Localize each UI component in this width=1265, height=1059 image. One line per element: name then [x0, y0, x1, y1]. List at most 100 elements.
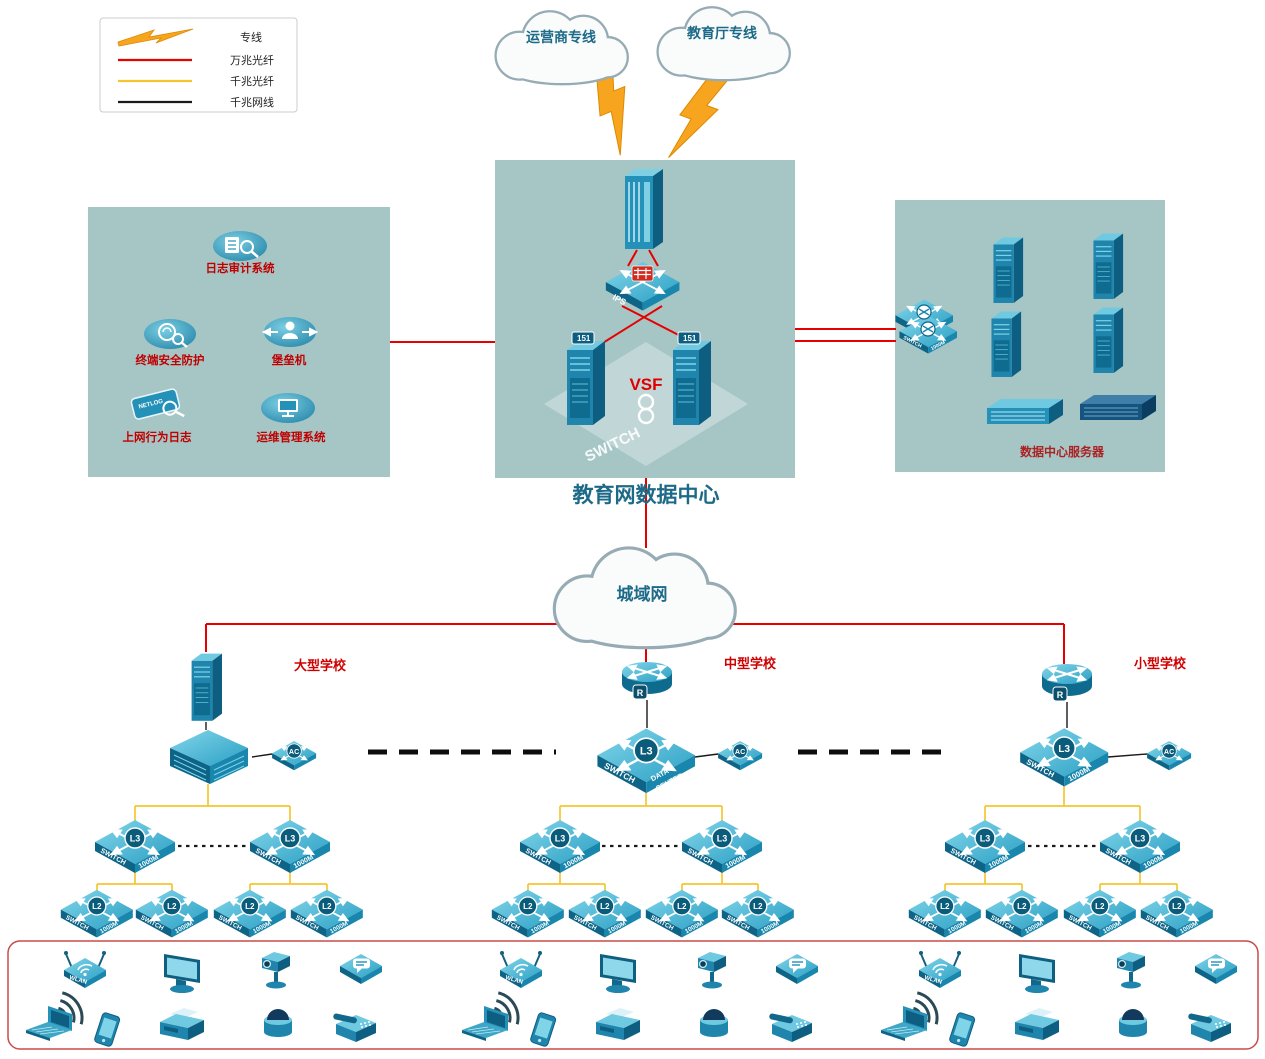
large-school-server — [191, 652, 223, 722]
wlan-ap-icon: WLAN — [63, 950, 107, 989]
svg-text:L3: L3 — [1058, 744, 1070, 755]
server-zone-switch-stack: SWITCH 1000M — [894, 298, 958, 355]
legend-label: 千兆网线 — [230, 95, 274, 109]
wlan-ap-icon: WLAN — [499, 950, 543, 989]
svg-text:L3: L3 — [130, 834, 141, 844]
svg-text:L3: L3 — [555, 834, 566, 844]
cable-1g-links — [205, 700, 1148, 758]
server-zone-label: 数据中心服务器 — [1020, 444, 1105, 459]
legend-item-1g-cable: 千兆网线 — [118, 95, 274, 109]
svg-text:L3: L3 — [717, 834, 728, 844]
svg-text:L2: L2 — [600, 902, 610, 911]
large-school-label: 大型学校 — [294, 658, 347, 673]
terminal-group-medium: WLAN — [461, 950, 819, 1048]
svg-text:L2: L2 — [523, 902, 533, 911]
svg-text:L2: L2 — [167, 902, 177, 911]
legend: 专线 万兆光纤 千兆光纤 千兆网线 — [99, 17, 298, 113]
svg-text:L2: L2 — [1017, 902, 1027, 911]
ac-label: AC — [1164, 748, 1174, 756]
legend-item-1g-fiber: 千兆光纤 — [118, 74, 274, 88]
ac-label: AC — [289, 748, 299, 756]
log-audit-icon — [213, 231, 267, 261]
svg-text:WLAN: WLAN — [923, 975, 942, 986]
server-tower — [992, 236, 1024, 304]
svg-text:L2: L2 — [1095, 902, 1105, 911]
svg-text:R: R — [637, 688, 644, 698]
netlog-tag: NETLOG — [138, 399, 164, 411]
small-school-ac: AC — [1146, 740, 1192, 771]
server-tower — [1092, 306, 1124, 374]
svg-text:L2: L2 — [245, 902, 255, 911]
svg-text:WLAN: WLAN — [504, 975, 523, 986]
endpoint-protection-icon — [144, 319, 196, 349]
server-rack-light — [986, 398, 1064, 425]
core-server-left: 151 — [566, 331, 606, 426]
svg-text:L2: L2 — [92, 902, 102, 911]
lightning-icon — [117, 28, 194, 47]
medium-school-label: 中型学校 — [724, 656, 777, 671]
carrier-cloud: 运营商专线 — [497, 12, 627, 83]
svg-text:L2: L2 — [753, 902, 763, 911]
legend-item-dedicated: 专线 — [117, 28, 262, 47]
legend-label: 万兆光纤 — [230, 53, 274, 67]
man-cloud-label: 城域网 — [617, 584, 668, 604]
large-school-core-chassis — [169, 729, 249, 785]
terminal-group-small: WLAN — [880, 950, 1238, 1048]
small-school-core-switch: L3 SWITCH 1000M — [1019, 727, 1110, 788]
terminal-group-large: WLAN — [25, 950, 383, 1048]
svg-text:WLAN: WLAN — [68, 975, 87, 986]
core-server-right: 151 — [672, 331, 712, 426]
man-cloud: 城域网 — [556, 549, 734, 646]
vsf-port-tag — [677, 331, 701, 345]
legend-label: 专线 — [240, 30, 262, 44]
net-behavior-log-icon: NETLOG — [130, 388, 185, 420]
legend-label: 千兆光纤 — [230, 74, 274, 88]
svg-text:L2: L2 — [677, 902, 687, 911]
net-behavior-log-label: 上网行为日志 — [123, 430, 192, 444]
school-separators — [178, 749, 1096, 848]
svg-text:R: R — [1057, 690, 1064, 700]
server-tower — [990, 310, 1022, 378]
legend-item-10g-fiber: 万兆光纤 — [118, 53, 274, 67]
edu-dept-cloud-label: 教育厅专线 — [687, 25, 757, 41]
endpoint-protection-label: 终端安全防护 — [136, 353, 205, 367]
vsf-link-icon — [637, 393, 655, 425]
server-tower — [1092, 232, 1124, 300]
vsf-label: VSF — [629, 375, 662, 394]
ops-management-icon — [261, 393, 315, 423]
medium-school-ac: AC — [717, 740, 763, 771]
lightning-bolt-right — [664, 65, 731, 169]
log-audit-label: 日志审计系统 — [206, 261, 275, 275]
svg-text:L3: L3 — [285, 834, 296, 844]
firewall-device — [624, 168, 664, 250]
bastion-host-icon — [261, 317, 319, 347]
svg-text:151: 151 — [683, 334, 697, 343]
bastion-host-label: 堡垒机 — [272, 353, 307, 367]
svg-text:L3: L3 — [640, 746, 653, 758]
datacenter-title: 教育网数据中心 — [573, 483, 720, 507]
svg-text:L3: L3 — [1135, 834, 1146, 844]
ac-label: AC — [735, 748, 745, 756]
svg-text:151: 151 — [577, 334, 591, 343]
svg-text:L2: L2 — [322, 902, 332, 911]
svg-text:L3: L3 — [980, 834, 991, 844]
wlan-ap-icon: WLAN — [918, 950, 962, 989]
svg-text:L2: L2 — [1172, 902, 1182, 911]
large-school-ac: AC — [271, 740, 317, 771]
medium-router-badge: R — [632, 684, 648, 700]
